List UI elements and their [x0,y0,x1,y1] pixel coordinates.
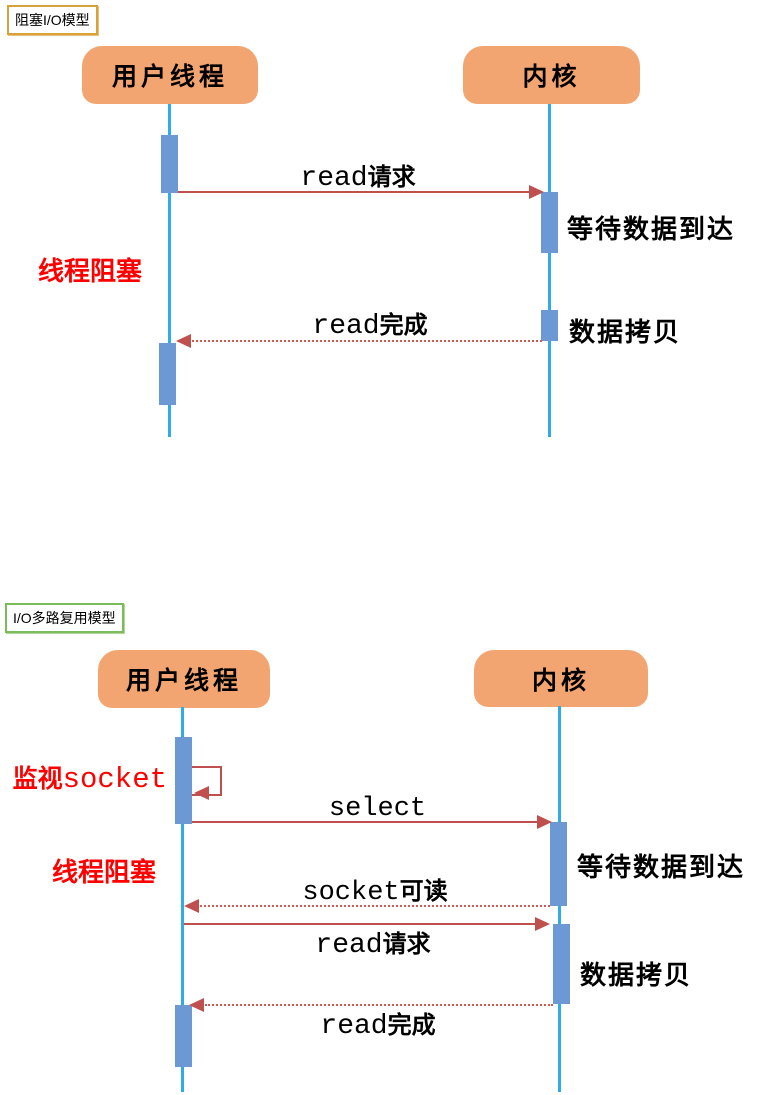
diagram1-actor-user: 用户线程 [82,46,258,104]
diagram1-note-copy: 数据拷贝 [569,317,682,347]
diagram1-read-done-arrow [192,340,542,342]
diagram1-user-lifeline [168,104,171,437]
diagram1-note-wait: 等待数据到达 [567,214,736,244]
diagram2-user-lifeline [181,707,184,1092]
diagram1-kernel-activation-copy [541,310,558,341]
diagram2-note-copy: 数据拷贝 [580,960,693,990]
diagram2-read-done-arrow [205,1004,553,1006]
diagram2-monitor-loop-arrowhead [194,786,209,800]
diagram2-note-blocked: 线程阻塞 [52,857,157,887]
diagram2-select-arrow [192,821,539,823]
diagram2-actor-user: 用户线程 [98,650,270,708]
diagram2-read-request-label: read请求 [315,930,431,961]
diagram1-user-activation-2 [159,343,176,405]
diagram2-title: I/O多路复用模型 [5,603,124,633]
diagram2-socket-readable-label: socket可读 [302,878,448,908]
diagram1-kernel-lifeline [548,104,551,437]
diagram2-select-arrowhead [537,815,552,829]
diagram2-kernel-activation-wait [550,822,567,906]
diagram1-user-activation-1 [161,135,178,193]
diagram2-note-monitor: 监视socket [12,763,167,796]
diagram2-user-activation-2 [175,1005,192,1067]
diagram2-user-activation-1 [175,737,192,824]
diagram2-read-request-arrow [184,923,536,925]
diagram1-read-request-label: read请求 [300,163,416,194]
diagram1-actor-kernel: 内核 [463,46,640,104]
diagram1-read-request-arrowhead [529,185,544,199]
diagram1-title: 阻塞I/O模型 [7,5,98,35]
diagram2-socket-readable-arrow [200,905,550,907]
diagram2-note-wait: 等待数据到达 [577,852,746,882]
diagram2-socket-readable-arrowhead [184,899,199,913]
diagram2-actor-kernel: 内核 [474,650,648,707]
diagram1-note-blocked: 线程阻塞 [38,256,143,286]
diagram1-read-done-arrowhead [176,334,191,348]
diagram1-read-done-label: read完成 [312,311,428,342]
diagram2-read-done-label: read完成 [320,1011,436,1042]
diagram1-read-request-arrow [178,191,531,193]
diagram1-kernel-activation-wait [541,192,558,253]
diagram2-read-request-arrowhead [535,917,550,931]
diagram2-select-label: select [328,794,427,824]
diagram2-kernel-activation-copy [553,924,570,1004]
diagram2-read-done-arrowhead [189,998,204,1012]
